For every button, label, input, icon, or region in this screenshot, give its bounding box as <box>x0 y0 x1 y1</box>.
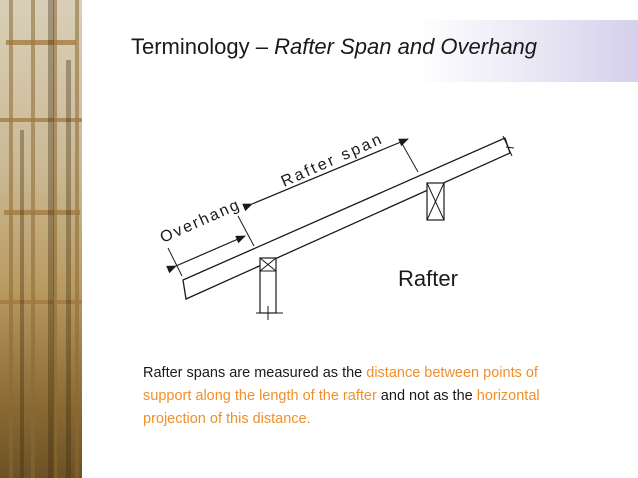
caption-part1: Rafter spans are measured as the <box>143 364 367 381</box>
lower-support-post <box>256 257 283 320</box>
rafter-label: Rafter <box>398 266 458 291</box>
upper-support-post <box>426 182 445 221</box>
overhang-arrow <box>166 235 246 274</box>
overhang-label: Overhang <box>158 196 244 247</box>
framing-photo <box>0 0 82 478</box>
caption-highlight-2: horizontal projection of this distance. <box>143 387 540 427</box>
title-band <box>82 20 638 82</box>
page-title: Terminology – Rafter Span and Overhang <box>131 34 537 60</box>
span-arrow <box>242 138 409 212</box>
caption-highlight-1: distance between points of support along… <box>143 364 538 404</box>
caption-part2: and not as the <box>376 387 477 404</box>
extension-line-mid <box>237 215 255 247</box>
title-prefix: Terminology – <box>131 34 275 59</box>
span-label: Rafter span <box>279 130 387 190</box>
extension-line-right <box>399 139 419 173</box>
rafter-diagram: Overhang Rafter span Rafter <box>158 130 515 320</box>
extension-line-left <box>167 247 183 277</box>
caption: Rafter spans are measured as the distanc… <box>143 362 583 431</box>
title-emphasis: Rafter Span and Overhang <box>274 34 538 59</box>
